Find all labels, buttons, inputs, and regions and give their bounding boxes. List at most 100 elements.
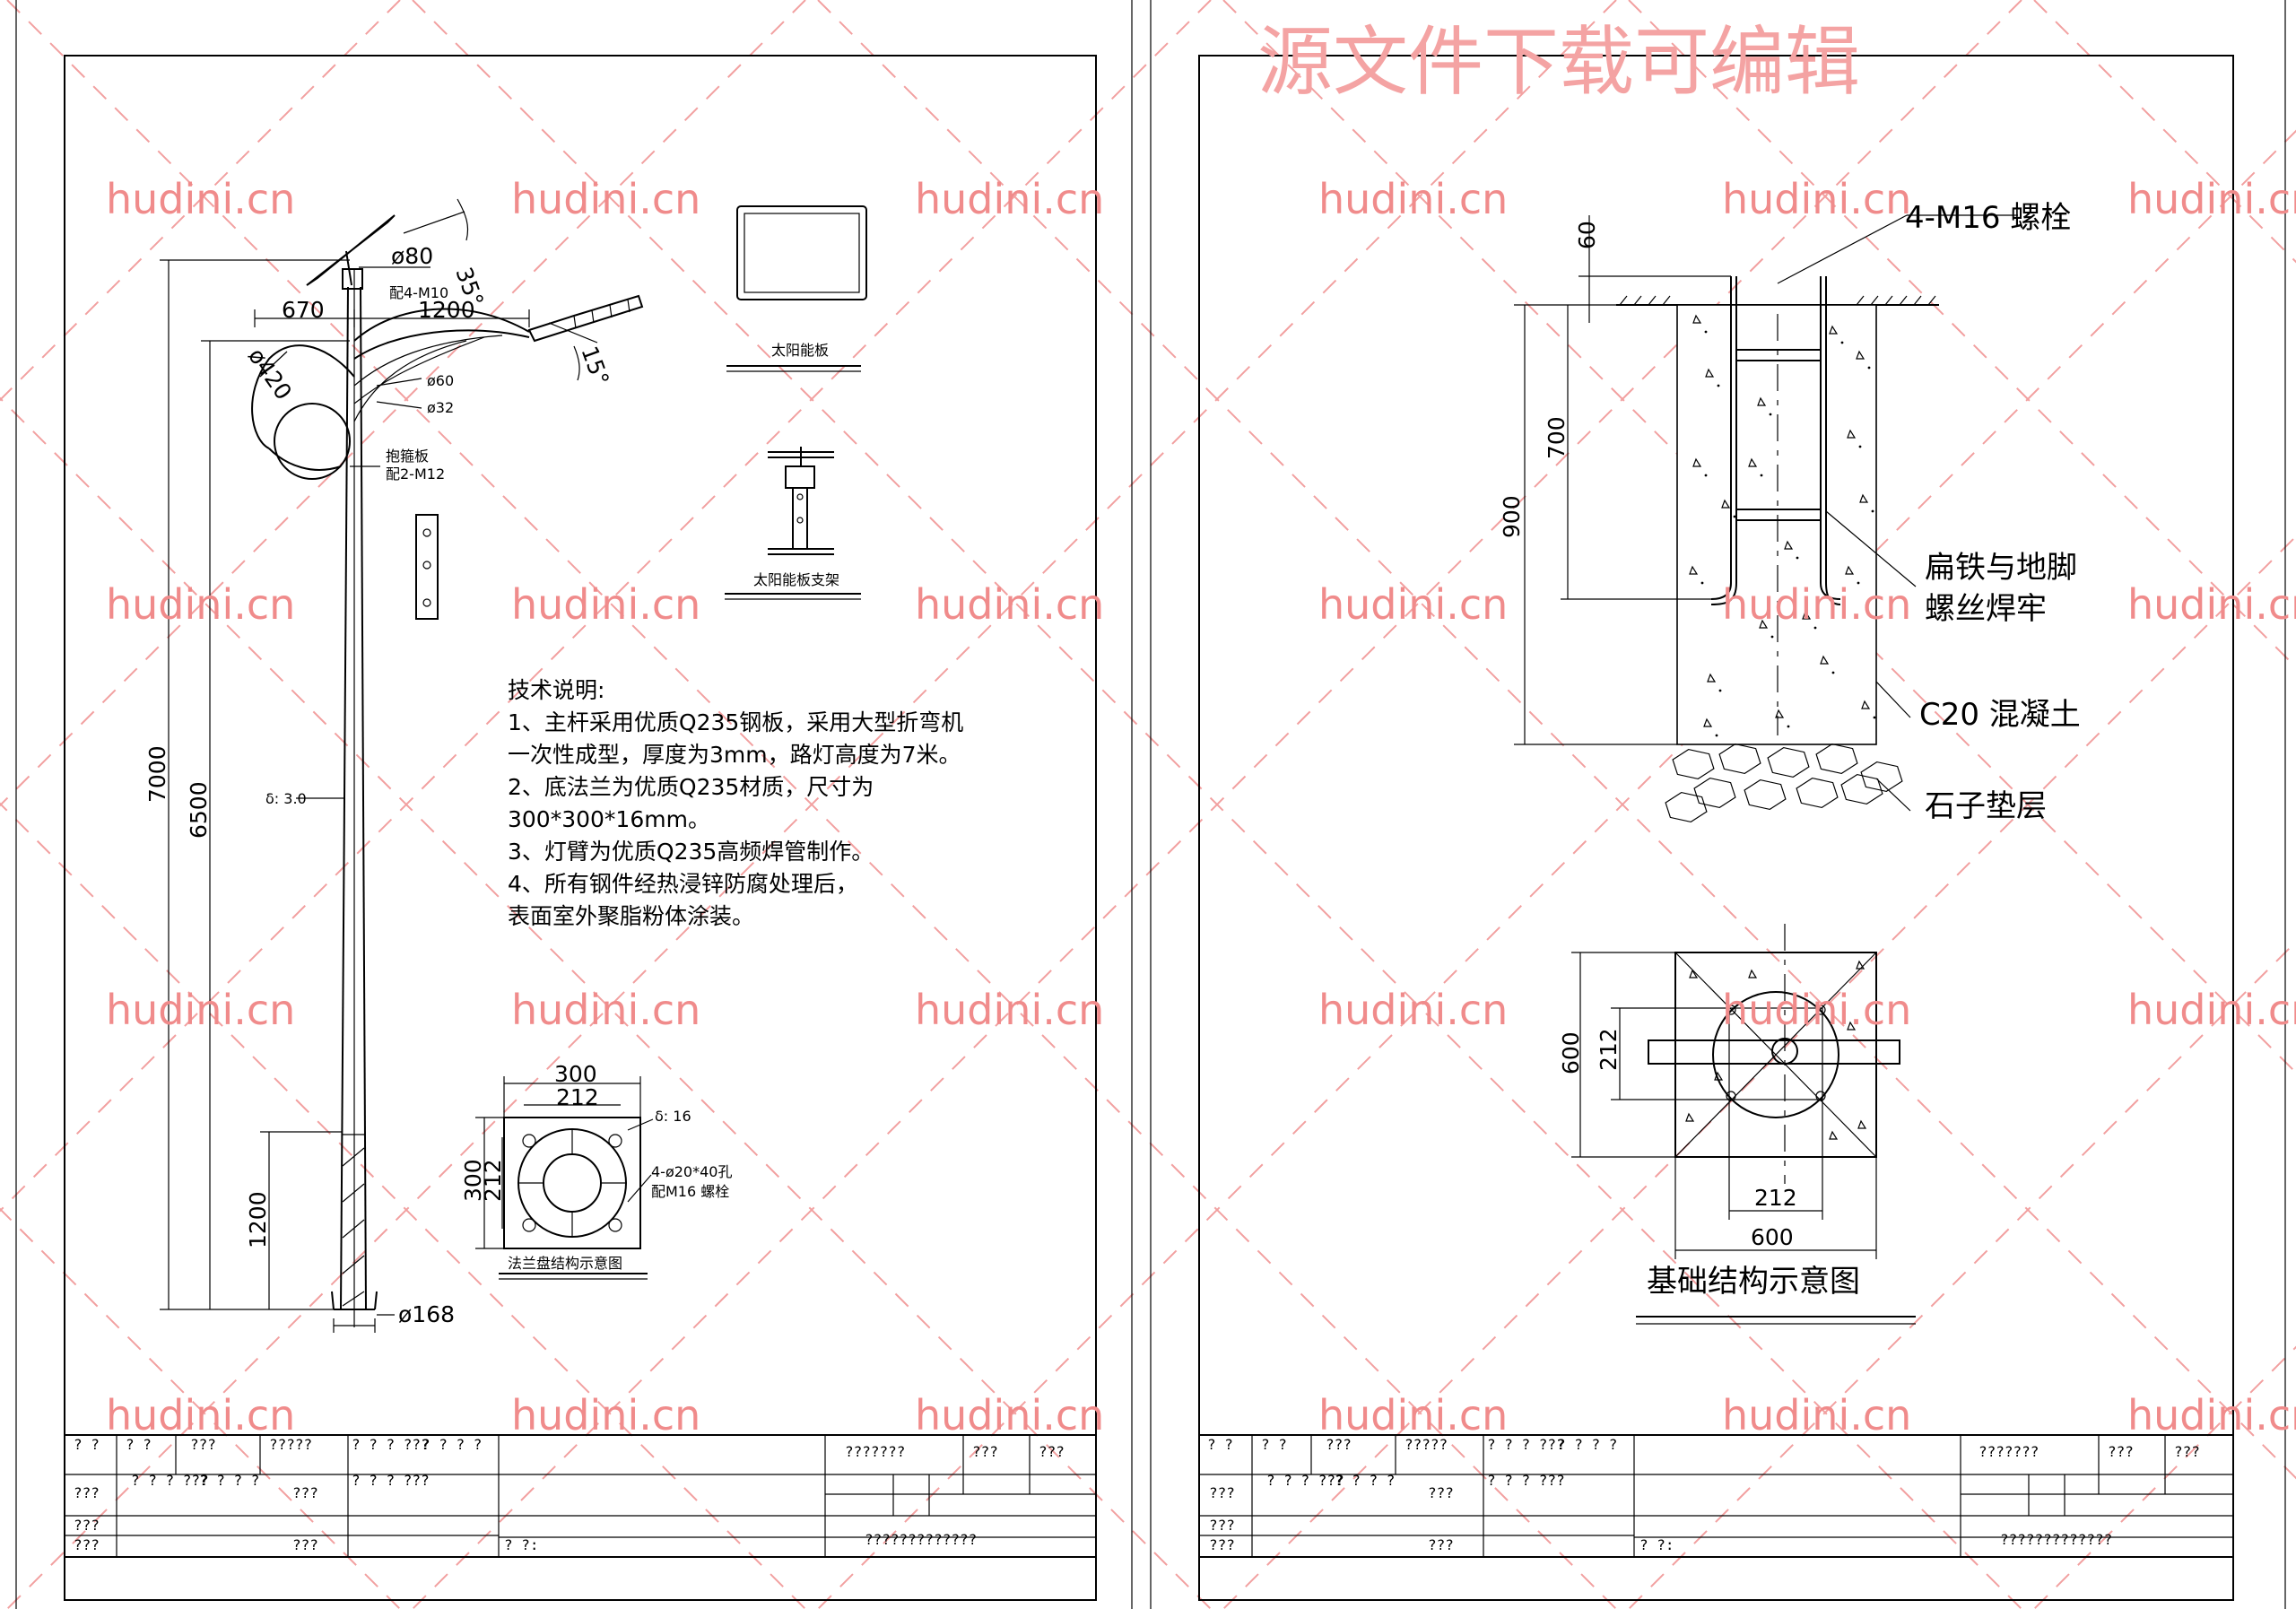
concrete-dot [1787, 725, 1790, 728]
dim-d60: ø60 [427, 372, 454, 389]
concrete-mark [1847, 429, 1857, 439]
flange-dim-212-top: 212 [556, 1084, 599, 1110]
concrete-dot [1840, 341, 1844, 344]
concrete-dot [1858, 445, 1862, 448]
tb-cell: ????? [1405, 1436, 1448, 1453]
gravel-stone [1796, 777, 1839, 809]
tb-cell: ??? [1209, 1484, 1235, 1501]
solar-bracket-label: 太阳能板支架 [753, 571, 839, 588]
editable-banner: 源文件下载可编辑 [1257, 18, 1860, 106]
dim-angle-15: 15° [576, 343, 613, 389]
concrete-dot [1796, 556, 1799, 560]
tb-cell: ??? [292, 1536, 318, 1553]
plan-concrete-mark [1856, 960, 1866, 970]
plan-dim-600-h: 600 [1751, 1224, 1794, 1250]
tech-note-line: 4、所有钢件经热浸锌防腐处理后， [508, 871, 858, 897]
concrete-dot [1718, 689, 1722, 692]
watermark-text: hudini.cn [1318, 580, 1508, 629]
watermark-text: hudini.cn [1318, 986, 1508, 1034]
tb-cell: ??? [1326, 1436, 1352, 1453]
concrete-dot [1857, 581, 1860, 585]
concrete-mark [1784, 540, 1794, 550]
plan-concrete-mark [1847, 1021, 1857, 1031]
dim-700: 700 [1544, 416, 1570, 459]
plan-concrete-mark [1714, 1071, 1724, 1081]
concrete-mark [1820, 655, 1830, 665]
tb-cell: ? ? [126, 1436, 152, 1453]
tech-note-line: 表面室外聚脂粉体涂装。 [508, 903, 754, 929]
concrete-mark [1861, 700, 1871, 709]
concrete-dot [1715, 734, 1718, 737]
flange-label: 法兰盘结构示意图 [508, 1255, 622, 1272]
concrete-dot [1867, 366, 1871, 370]
tech-note-line: 300*300*16mm。 [508, 806, 710, 832]
gravel-stone [1718, 743, 1761, 775]
concrete-mark [1748, 457, 1758, 467]
plan-concrete-mark [1748, 969, 1758, 978]
watermark-text: hudini.cn [915, 986, 1104, 1034]
plan-concrete-mark [1829, 1130, 1839, 1140]
concrete-marks [1689, 314, 1876, 737]
dim-d80: ø80 [391, 243, 433, 269]
dim-60: 60 [1574, 221, 1600, 249]
watermark-text: hudini.cn [511, 986, 700, 1034]
concrete-dot [1717, 384, 1720, 387]
tb-cell: ????????????? [2000, 1531, 2112, 1548]
watermark-text: hudini.cn [1722, 580, 1911, 629]
tb-cell: ??? [292, 1484, 318, 1501]
technical-notes: 技术说明: 1、主杆采用优质Q235钢板，采用大型折弯机 一次性成型，厚度为3m… [508, 677, 963, 929]
dim-h6500: 6500 [186, 781, 212, 839]
plan-dim-212-h: 212 [1754, 1185, 1797, 1211]
concrete-mark [1757, 396, 1767, 406]
tb-cell: ? ? ? ??? [131, 1472, 209, 1489]
dim-h7000: 7000 [144, 745, 170, 803]
weld-label-1: 扁铁与地脚 [1925, 550, 2077, 586]
dim-1200-arm: 1200 [418, 297, 475, 323]
foundation-plan: 600 212 212 600 基础结构示意图 [1558, 924, 1916, 1325]
plan-dim-600-v: 600 [1558, 1031, 1584, 1074]
dim-d32: ø32 [427, 399, 454, 416]
tb-cell: ? ? ? ??? [1487, 1436, 1565, 1453]
watermark-text: hudini.cn [1318, 1391, 1508, 1439]
concrete-label: C20 混凝土 [1919, 697, 2081, 733]
concrete-mark [1845, 565, 1855, 575]
concrete-dot [1871, 509, 1874, 513]
watermark-text: hudini.cn [2127, 580, 2296, 629]
tb-cell: ??? [190, 1436, 216, 1453]
concrete-mark [1721, 499, 1731, 509]
watermark-text: hudini.cn [106, 580, 295, 629]
tech-notes-title: 技术说明: [508, 677, 604, 703]
watermark-text: hudini.cn [511, 1391, 700, 1439]
concrete-dot [1760, 474, 1763, 477]
bolt-note-m10: 配4-M10 [389, 284, 448, 301]
gravel-label: 石子垫层 [1925, 788, 2047, 824]
dim-d420: ø420 [243, 344, 297, 404]
tb-cell: ? ? ? ??? [352, 1472, 430, 1489]
concrete-dot [1831, 671, 1835, 674]
tb-cell: ????? [269, 1436, 312, 1453]
flange-bolt-note: 配M16 螺栓 [651, 1183, 729, 1200]
tb-cell: ? ? [74, 1436, 100, 1453]
tb-cell: ? ? ? ??? [1266, 1472, 1344, 1489]
bolt-label: 4-M16 螺栓 [1905, 200, 2071, 236]
tb-cell: ??? [74, 1536, 100, 1553]
tb-cell: ??? [1209, 1536, 1235, 1553]
tb-cell: ??? [2174, 1443, 2200, 1460]
clamp-note-2: 配2-M12 [386, 465, 445, 483]
flange-dim-300-top: 300 [554, 1061, 597, 1087]
watermark-text: hudini.cn [2127, 1391, 2296, 1439]
tb-cell: ? ? ? ? [1557, 1436, 1617, 1453]
watermark-text: hudini.cn [511, 580, 700, 629]
plan-concrete-marks [1685, 960, 1867, 1140]
dim-d168: ø168 [398, 1301, 455, 1327]
plan-concrete-mark [1857, 1119, 1867, 1129]
concrete-mark [1856, 350, 1866, 360]
concrete-dot [1770, 635, 1774, 639]
concrete-mark [1707, 673, 1717, 683]
gravel-stone [1665, 791, 1708, 823]
flange-hole-note: 4-ø20*40孔 [651, 1163, 732, 1180]
gravel-stone [1815, 743, 1858, 775]
flange-detail: 300 212 δ: 16 300 212 4-ø20*40孔 配M16 螺栓 … [460, 1061, 732, 1280]
watermark-text: hudini.cn [106, 1391, 295, 1439]
concrete-dot [1700, 581, 1704, 585]
